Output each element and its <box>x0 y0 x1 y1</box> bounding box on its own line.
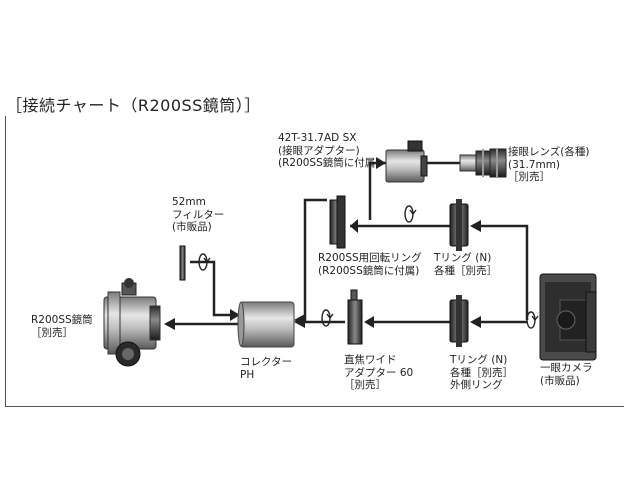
label-filter: 52mm フィルター (市販品) <box>172 196 225 233</box>
arrow-to-t-ring-top <box>470 220 481 232</box>
rotation-arrow-icon <box>526 311 539 329</box>
rotation-arrows <box>198 205 539 329</box>
rotation-arrow-icon <box>404 205 417 223</box>
wide-adapter-60-illustration <box>347 289 363 345</box>
label-rotating-ring: R200SS用回転リング (R200SS鏡筒に付属) <box>318 252 422 277</box>
label-t-ring-bottom: Tリング (N) 各種［別売］ 外側リング <box>450 354 513 391</box>
eyepiece-adapter-illustration <box>385 140 428 183</box>
arrow-to-wide-adapter <box>364 316 374 328</box>
page-title: ［接続チャート（R200SS鏡筒）］ <box>6 96 261 115</box>
filter-illustration <box>179 245 186 281</box>
label-wide-adapter: 直焦ワイド アダプター 60 ［別売］ <box>344 354 414 391</box>
arrowheads <box>164 157 481 330</box>
t-ring-bottom-illustration <box>449 295 469 347</box>
arrow-to-corrector-from-filter <box>230 309 240 321</box>
label-eyepiece-adapter: 42T-31.7AD SX (接眼アダプター) (R200SS鏡筒に付属) <box>278 132 380 169</box>
label-t-ring-top: Tリング (N) 各種［別売］ <box>434 252 497 277</box>
line-filter-to-corrector <box>190 260 240 317</box>
label-corrector: コレクター PH <box>240 356 293 381</box>
arrow-to-corrector-bottom <box>294 316 305 328</box>
arrow-to-adapter <box>376 157 386 169</box>
arrow-to-t-ring-bottom <box>470 316 481 328</box>
r200ss-telescope-illustration <box>103 278 161 367</box>
rotation-arrow-icon <box>321 309 334 327</box>
t-ring-top-illustration <box>449 199 469 251</box>
label-r200ss-scope: R200SS鏡筒 ［別売］ <box>31 314 93 339</box>
label-eyepiece: 接眼レンズ(各種) (31.7mm) ［別売］ <box>508 146 590 183</box>
slr-camera-illustration <box>539 273 597 361</box>
line-camera-to-t-ring-top <box>476 224 529 320</box>
arrow-to-rotating-ring <box>350 219 358 233</box>
line-adapter-to-rotating-ring <box>368 161 386 220</box>
label-slr-camera: 一眼カメラ (市販品) <box>540 362 593 387</box>
corrector-ph-illustration <box>237 301 295 348</box>
chart-frame <box>5 116 624 407</box>
rotation-arrow-icon <box>198 253 211 271</box>
eyepiece-illustration <box>459 148 507 178</box>
rotating-ring-illustration <box>329 195 346 249</box>
arrow-to-scope <box>164 318 175 330</box>
